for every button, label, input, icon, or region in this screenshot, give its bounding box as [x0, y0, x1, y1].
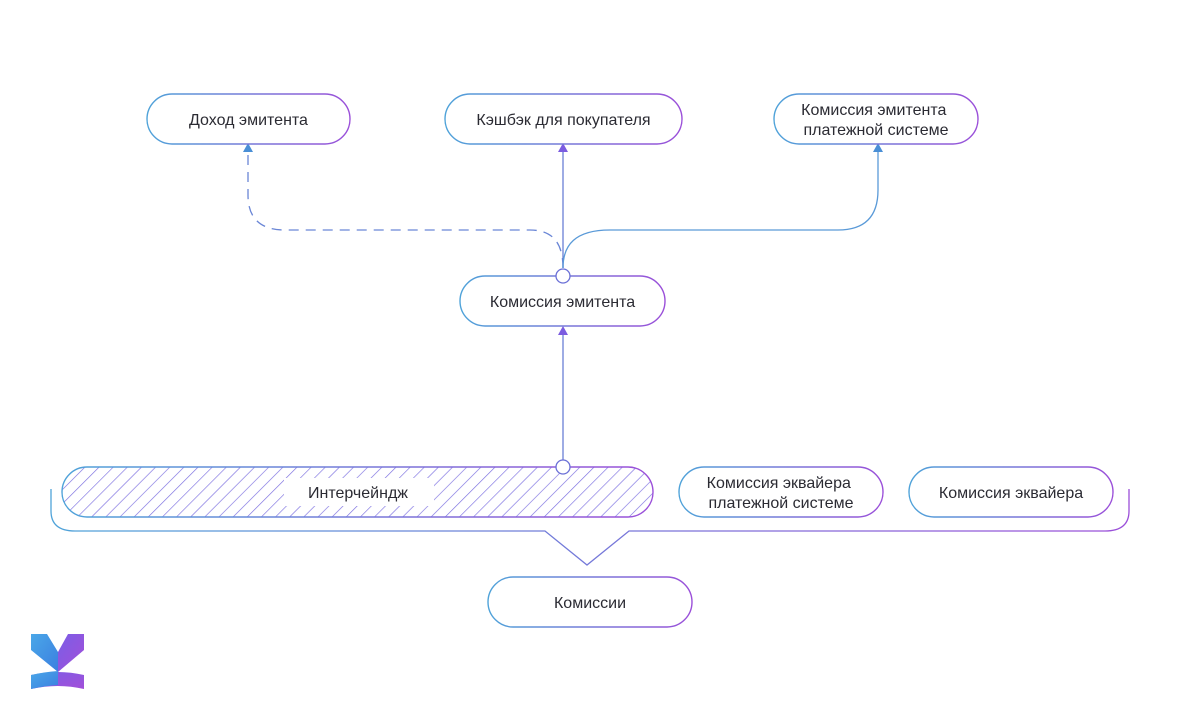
- node-issuer-fee-payment-system-label: Комиссия эмитента платежной системе: [801, 102, 951, 139]
- node-issuer-fee[interactable]: Комиссия эмитента: [459, 275, 666, 327]
- arrowhead-issuer-fee: [558, 326, 568, 335]
- node-acquirer-fee-label: Комиссия эквайера: [939, 485, 1083, 502]
- node-interchange[interactable]: Интерчейндж: [61, 466, 654, 518]
- node-acquirer-fee-payment-system-label: Комиссия эквайера платежной системе: [707, 475, 856, 512]
- node-issuer-income-label: Доход эмитента: [189, 112, 308, 129]
- arrowhead-issuer-income: [243, 143, 253, 152]
- node-buyer-cashback[interactable]: Кэшбэк для покупателя: [444, 93, 683, 145]
- arrowhead-issuer-fee-payment-system: [873, 143, 883, 152]
- node-acquirer-fee-payment-system[interactable]: Комиссия эквайера платежной системе: [678, 466, 884, 518]
- connector-to-issuer-income: [247, 150, 564, 269]
- node-interchange-label: Интерчейндж: [308, 485, 408, 502]
- node-buyer-cashback-label: Кэшбэк для покупателя: [476, 112, 650, 129]
- connector-to-issuer-fee-payment-system: [562, 150, 879, 269]
- arrowhead-buyer-cashback: [558, 143, 568, 152]
- node-issuer-fee-payment-system[interactable]: Комиссия эмитента платежной системе: [773, 93, 979, 145]
- node-fees-label: Комиссии: [554, 595, 626, 612]
- k-logo-icon: [31, 634, 84, 689]
- group-bracket: [50, 489, 1130, 566]
- node-issuer-fee-label: Комиссия эмитента: [490, 294, 635, 311]
- node-acquirer-fee[interactable]: Комиссия эквайера: [908, 466, 1114, 518]
- node-issuer-income[interactable]: Доход эмитента: [146, 93, 351, 145]
- node-fees[interactable]: Комиссии: [487, 576, 693, 628]
- connector-junction-top: [555, 268, 571, 284]
- connector-junction-bottom: [555, 459, 571, 475]
